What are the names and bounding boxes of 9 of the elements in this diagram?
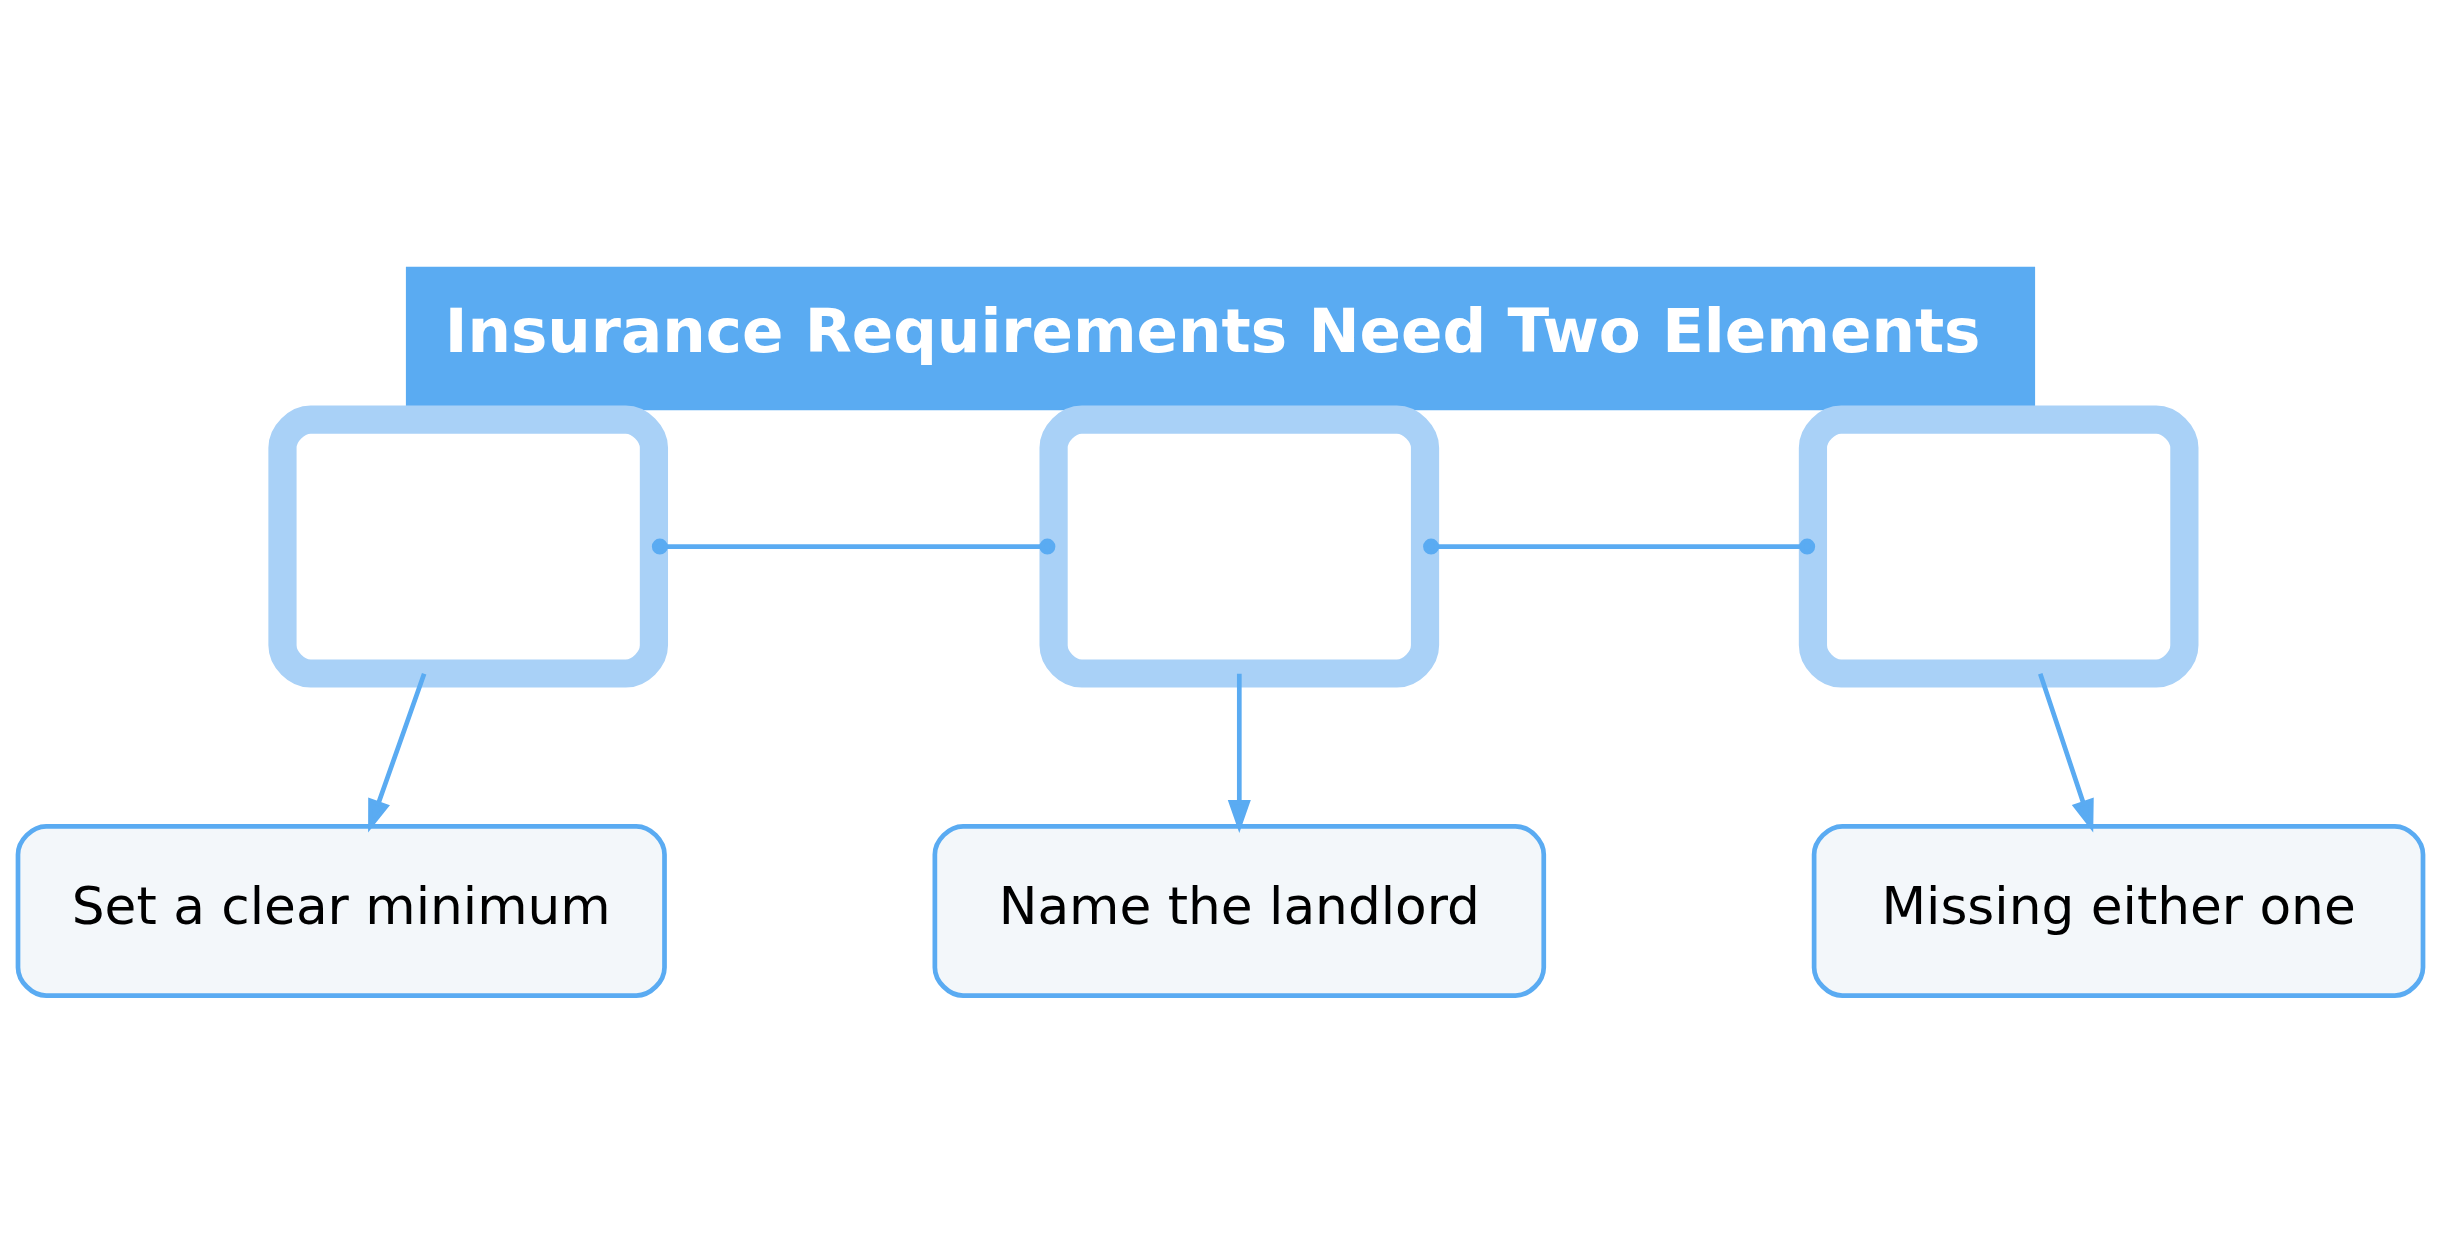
- arrow: [2038, 672, 2094, 833]
- node-box: Name the landlord: [932, 824, 1547, 998]
- arrow: [368, 672, 427, 833]
- connector: [651, 538, 1056, 555]
- arrow: [1227, 673, 1251, 833]
- node-box: Missing either one: [1811, 824, 2426, 998]
- connector: [1423, 538, 1816, 555]
- diagram-title: Insurance Requirements Need Two Elements: [444, 295, 1981, 367]
- node-box: Set a clear minimum: [15, 824, 667, 998]
